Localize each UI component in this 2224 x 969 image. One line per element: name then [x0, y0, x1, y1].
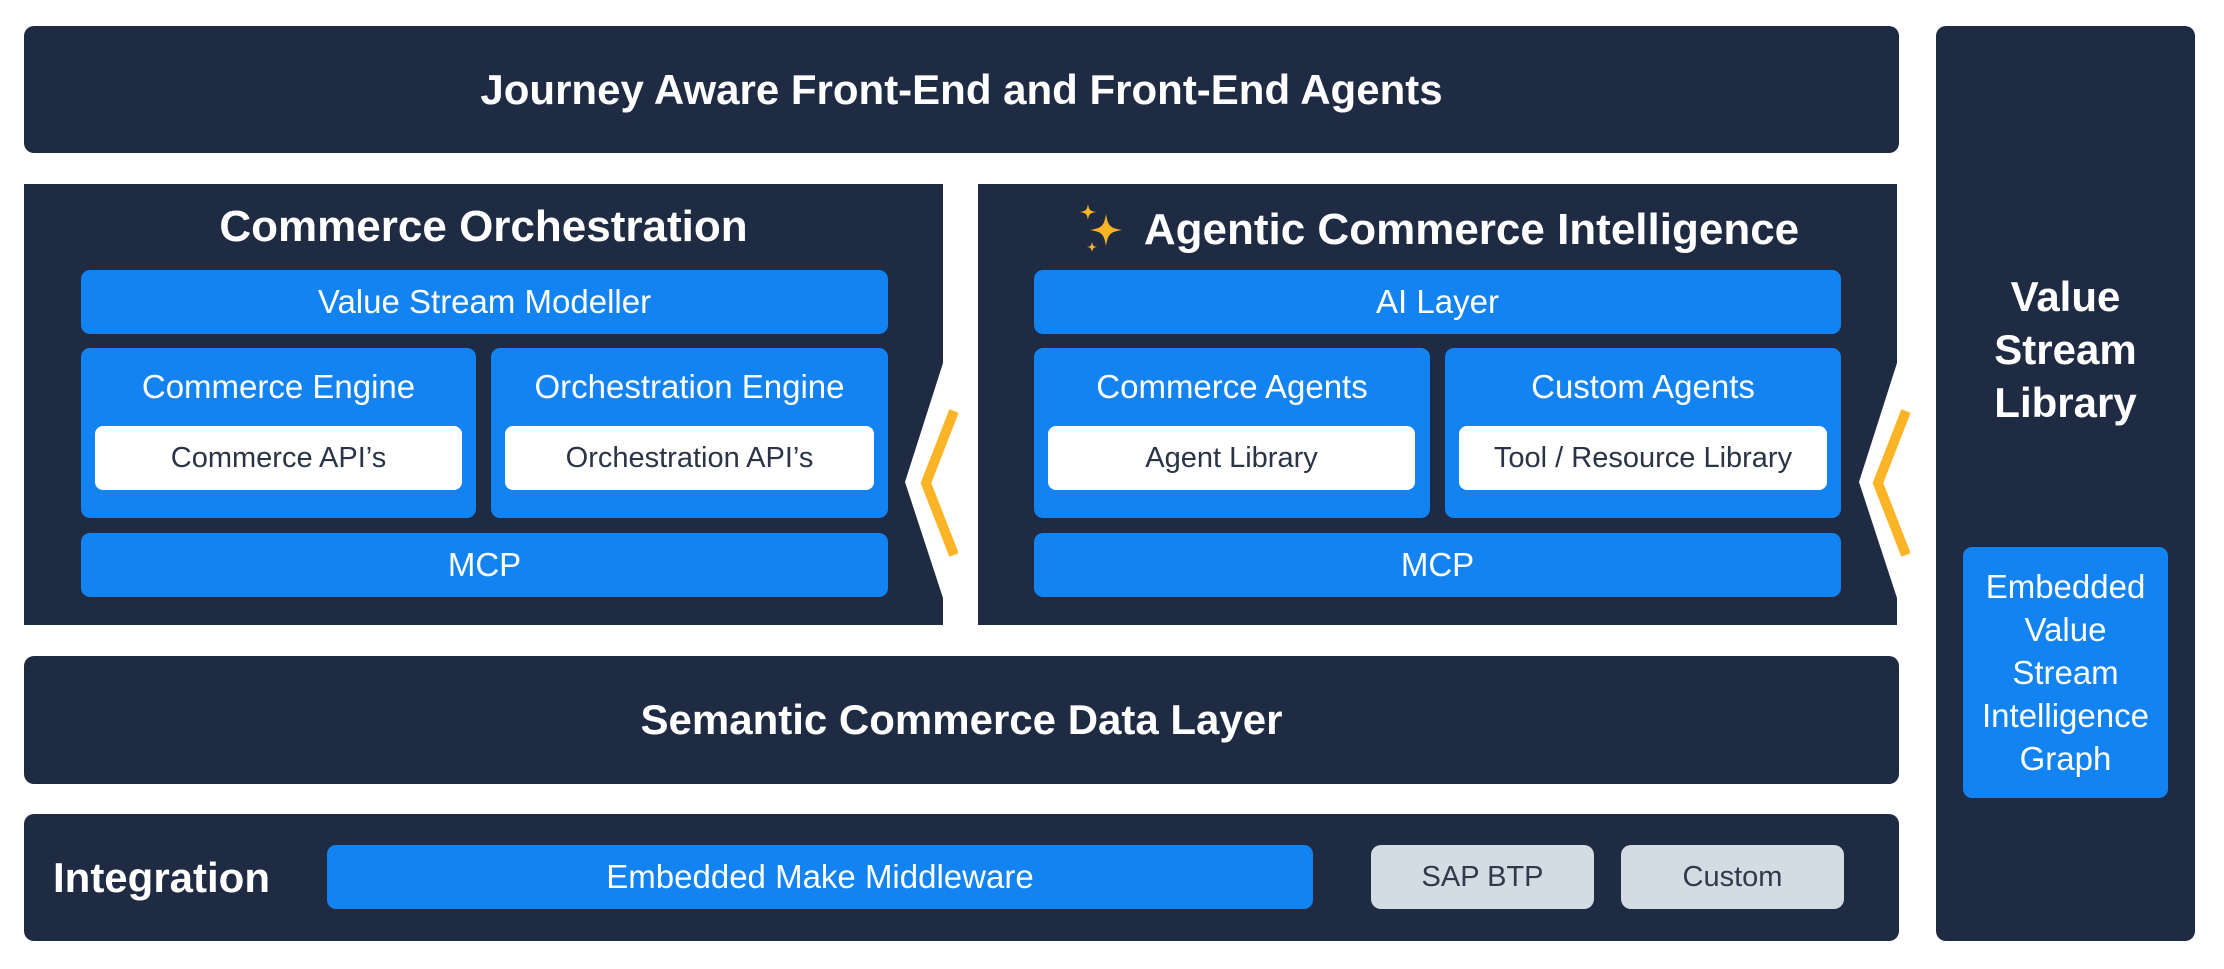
- value-stream-modeller: Value Stream Modeller: [81, 270, 888, 334]
- commerce-engine-title: Commerce Engine: [141, 368, 416, 405]
- graph-line: Graph: [2019, 740, 2112, 777]
- value-stream-intelligence-graph: Embedded Value Stream Intelligence Graph: [1963, 547, 2168, 798]
- chevron-left-icon: [1872, 409, 1910, 557]
- custom-agents-title: Custom Agents: [1531, 368, 1755, 405]
- frontend-layer: Journey Aware Front-End and Front-End Ag…: [24, 26, 1899, 153]
- ai-layer: AI Layer: [1034, 270, 1841, 334]
- frontend-layer-title: Journey Aware Front-End and Front-End Ag…: [480, 65, 1443, 113]
- title-line: Stream: [1994, 326, 2137, 373]
- commerce-engine: Commerce Engine Commerce API’s: [81, 348, 476, 518]
- commerce-apis: Commerce API’s: [95, 426, 462, 490]
- title-line: Value: [2010, 273, 2121, 320]
- value-stream-library-title: Value Stream Library: [1936, 270, 2195, 429]
- tool-resource-library: Tool / Resource Library: [1459, 426, 1827, 490]
- integration-layer: Integration Embedded Make Middleware SAP…: [24, 814, 1899, 941]
- custom-agents: Custom Agents Tool / Resource Library: [1445, 348, 1841, 518]
- graph-line: Intelligence: [1982, 697, 2149, 734]
- chevron-left-icon: [920, 409, 958, 557]
- embedded-make-middleware: Embedded Make Middleware: [327, 845, 1313, 909]
- orchestration-apis: Orchestration API’s: [505, 426, 874, 490]
- commerce-orchestration-title: Commerce Orchestration: [219, 202, 748, 251]
- commerce-orchestration-panel: Commerce Orchestration Value Stream Mode…: [24, 184, 943, 625]
- commerce-agents: Commerce Agents Agent Library: [1034, 348, 1430, 518]
- custom-option: Custom: [1621, 845, 1844, 909]
- orchestration-engine-title: Orchestration Engine: [534, 368, 845, 405]
- semantic-data-layer-title: Semantic Commerce Data Layer: [640, 696, 1283, 743]
- graph-line: Stream: [2012, 654, 2119, 691]
- commerce-agents-title: Commerce Agents: [1096, 368, 1368, 405]
- semantic-data-layer: Semantic Commerce Data Layer: [24, 656, 1899, 784]
- agentic-title: Agentic Commerce Intelligence: [1143, 205, 1800, 254]
- graph-line: Value: [2024, 611, 2107, 648]
- sap-btp-option: SAP BTP: [1371, 845, 1594, 909]
- mcp-orchestration: MCP: [81, 533, 888, 597]
- title-line: Library: [1994, 379, 2137, 426]
- orchestration-engine: Orchestration Engine Orchestration API’s: [491, 348, 888, 518]
- agent-library: Agent Library: [1048, 426, 1415, 490]
- graph-line: Embedded: [1985, 568, 2146, 605]
- mcp-agentic: MCP: [1034, 533, 1841, 597]
- agentic-intelligence-panel: Agentic Commerce Intelligence AI Layer C…: [978, 184, 1897, 625]
- agentic-title-row: Agentic Commerce Intelligence: [978, 202, 1897, 258]
- integration-title: Integration: [53, 853, 270, 901]
- value-stream-library: Value Stream Library Embedded Value Stre…: [1936, 26, 2195, 941]
- sparkles-icon: [1079, 204, 1122, 252]
